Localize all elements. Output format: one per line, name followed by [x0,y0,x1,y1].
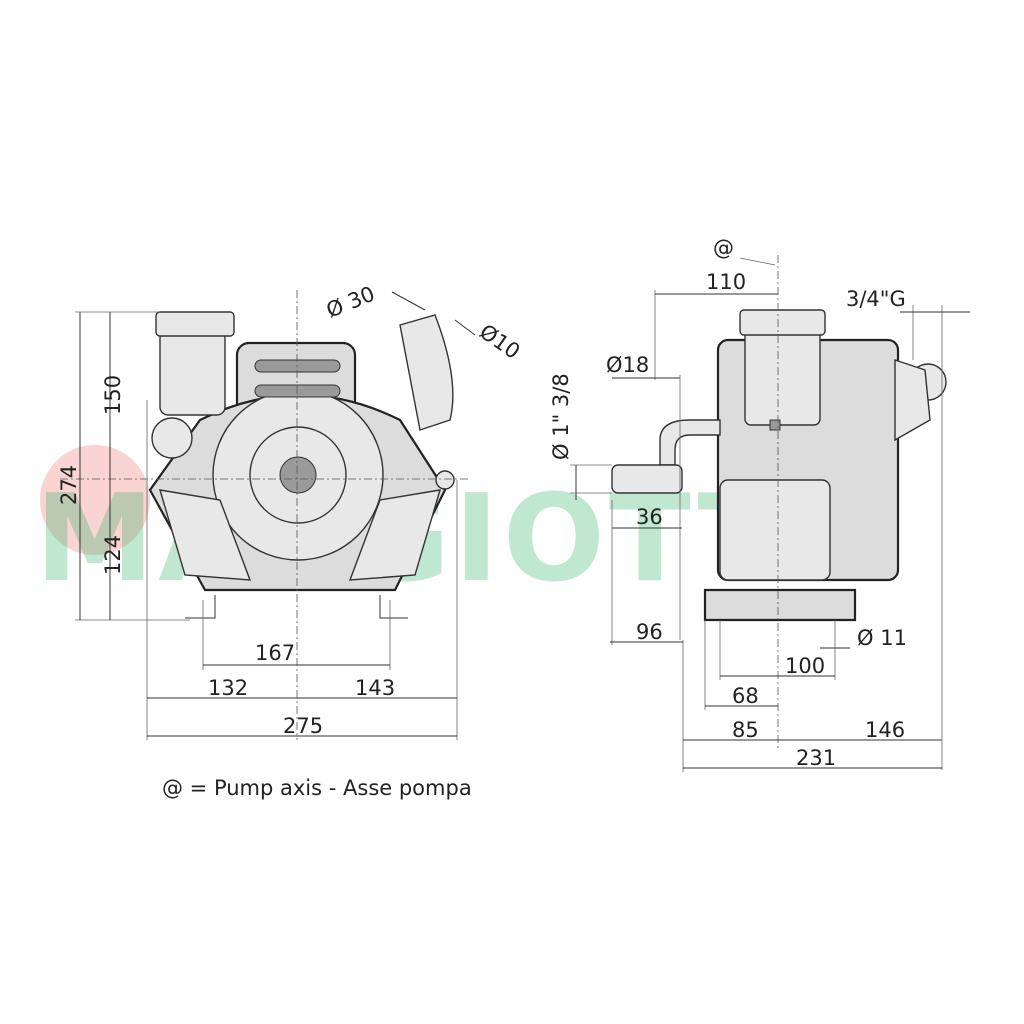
dim-100: 100 [785,654,825,678]
dim-143: 143 [355,676,395,700]
dim-85: 85 [732,718,759,742]
dim-167: 167 [255,641,295,665]
gear-icon [40,445,150,555]
dim-275: 275 [283,714,323,738]
dim-274: 274 [57,465,81,505]
dim-diameter-11: Ø 11 [857,626,907,650]
dim-36: 36 [636,505,663,529]
dim-231: 231 [796,746,836,770]
front-view-pump [148,311,455,619]
dim-146: 146 [865,718,905,742]
dim-68: 68 [732,684,759,708]
axis-marker: @ [713,236,734,260]
dim-diameter-18: Ø18 [606,353,649,377]
dim-96: 96 [636,620,663,644]
footnote: @ = Pump axis - Asse pompa [162,776,472,800]
side-view-pump [611,309,947,622]
dim-132: 132 [208,676,248,700]
side-view-dimensions: @ 110 3/4"G Ø18 Ø 1" 3/8 36 96 Ø 11 100 … [549,236,970,772]
dim-diameter-30: Ø 30 [323,282,378,323]
dim-diameter-10: Ø10 [475,319,524,363]
dim-shaft-diameter: Ø 1" 3/8 [549,373,573,460]
dim-124: 124 [101,535,125,575]
dim-110: 110 [706,270,746,294]
dim-150: 150 [101,375,125,415]
dim-thread: 3/4"G [846,287,906,311]
